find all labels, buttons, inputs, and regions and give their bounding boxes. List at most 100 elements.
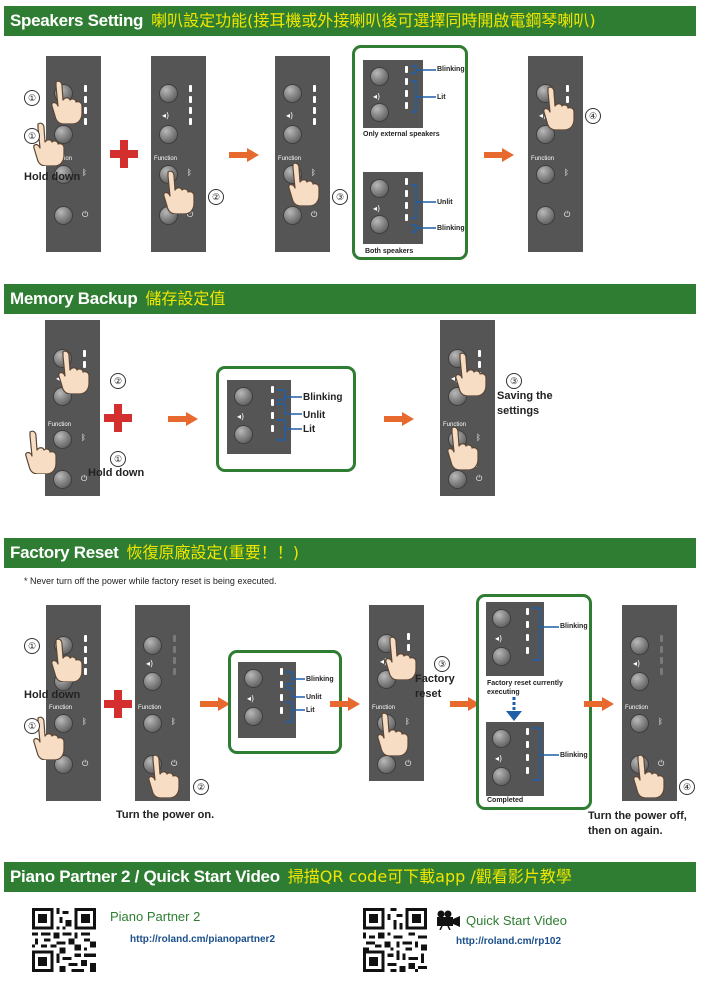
bluetooth-icon: ᛒ: [564, 168, 569, 177]
section-header-factory: Factory Reset 恢復原廠設定(重要！！): [4, 538, 696, 568]
bluetooth-icon: ᛒ: [405, 717, 410, 726]
led: [280, 681, 283, 688]
bluetooth-icon: ᛒ: [476, 433, 481, 442]
power-button: [55, 207, 72, 224]
power-button: [284, 207, 301, 224]
led: [526, 754, 529, 761]
speaker-icon: ◂): [539, 111, 547, 120]
led: [173, 646, 176, 653]
step-number: ④: [585, 108, 601, 124]
panel-button: [371, 180, 388, 197]
state-blinking-label: Blinking: [437, 225, 465, 232]
bluetooth-icon: ᛒ: [658, 717, 663, 726]
led: [526, 767, 529, 774]
power-button: [537, 207, 554, 224]
qr-code-icon[interactable]: [363, 908, 427, 972]
piano-panel: ◂) Function ᛒ ⏻: [275, 56, 330, 252]
section-title-zh: 喇叭設定功能(接耳機或外接喇叭後可選擇同時開啟電鋼琴喇叭): [151, 11, 596, 30]
step-number: ③: [434, 656, 450, 672]
led: [405, 202, 408, 209]
step-number: ②: [110, 373, 126, 389]
led: [173, 668, 176, 675]
only-external-caption: Only external speakers: [363, 131, 440, 138]
hold-down-label: Hold down: [24, 171, 81, 183]
function-label: Function: [138, 705, 162, 711]
section-title: Speakers Setting: [10, 11, 144, 30]
state-blinking-label: Blinking: [560, 623, 588, 630]
bluetooth-icon: ᛒ: [82, 717, 87, 726]
video-title: Quick Start Video: [466, 913, 567, 928]
function-label: Function: [372, 705, 396, 711]
led: [84, 657, 87, 664]
led: [189, 85, 192, 92]
bluetooth-icon: ᛒ: [81, 433, 86, 442]
arrow-right-icon: [584, 697, 614, 711]
factory-reset-label: Factory reset: [415, 673, 455, 700]
led: [405, 102, 408, 109]
state-unlit-label: Unlit: [437, 199, 453, 206]
state-lit-label: Lit: [437, 94, 446, 101]
qr-code-icon[interactable]: [32, 908, 96, 972]
app-link[interactable]: http://roland.cm/pianopartner2: [130, 934, 276, 945]
panel-button: [493, 648, 510, 665]
led: [405, 78, 408, 85]
led: [660, 635, 663, 642]
step-number: ①: [24, 718, 40, 734]
step-number: ①: [110, 451, 126, 467]
video-link[interactable]: http://roland.cm/rp102: [456, 936, 562, 947]
led: [189, 96, 192, 103]
piano-panel: ◂) Function ᛒ ⏻: [135, 605, 190, 801]
led: [313, 96, 316, 103]
piano-panel: ◂) Function ᛒ ⏻: [46, 605, 101, 801]
power-button: [54, 471, 71, 488]
function-button: [55, 715, 72, 732]
led: [526, 608, 529, 615]
led: [526, 741, 529, 748]
state-blinking-label: Blinking: [303, 392, 343, 403]
plus-icon: [104, 404, 132, 432]
hand-pointer-icon: [633, 754, 665, 798]
power-icon: ⏻: [658, 759, 665, 768]
piano-panel: ◂) Function ᛒ ⏻: [528, 56, 583, 252]
bluetooth-icon: ᛒ: [171, 717, 176, 726]
led: [405, 66, 408, 73]
function-label: Function: [154, 156, 178, 162]
turn-power-off-label: Turn the power off, then on again.: [588, 810, 687, 837]
section-title: Piano Partner 2 / Quick Start Video: [10, 867, 280, 886]
state-blinking-label: Blinking: [560, 752, 588, 759]
panel-button: [493, 610, 510, 627]
led: [84, 668, 87, 675]
power-icon: ⏻: [476, 474, 483, 483]
function-button: [55, 166, 72, 183]
speaker-icon: ◂): [373, 204, 381, 213]
power-icon: ⏻: [405, 759, 412, 768]
led: [478, 361, 481, 368]
led: [407, 633, 410, 640]
speaker-icon: ◂): [633, 659, 641, 668]
panel-button: [144, 637, 161, 654]
led: [84, 118, 87, 125]
led: [405, 178, 408, 185]
function-label: Function: [48, 422, 72, 428]
function-button: [631, 715, 648, 732]
led: [280, 668, 283, 675]
section-title-zh: 恢復原廠設定(重要！！): [126, 543, 300, 562]
led: [660, 646, 663, 653]
state-lit-label: Lit: [303, 424, 316, 435]
panel-button: [537, 126, 554, 143]
power-icon: ⏻: [82, 210, 89, 219]
step-number: ②: [208, 189, 224, 205]
section-title-zh: 掃描QR code可下載app /觀看影片教學: [287, 867, 572, 886]
section-title: Factory Reset: [10, 543, 119, 562]
plus-icon: [104, 690, 132, 718]
step-number: ③: [506, 373, 522, 389]
piano-panel: ◂) Function ᛒ ⏻: [622, 605, 677, 801]
led: [83, 361, 86, 368]
hold-down-label: Hold down: [24, 689, 81, 701]
led: [405, 90, 408, 97]
panel-button: [235, 388, 252, 405]
led: [526, 728, 529, 735]
